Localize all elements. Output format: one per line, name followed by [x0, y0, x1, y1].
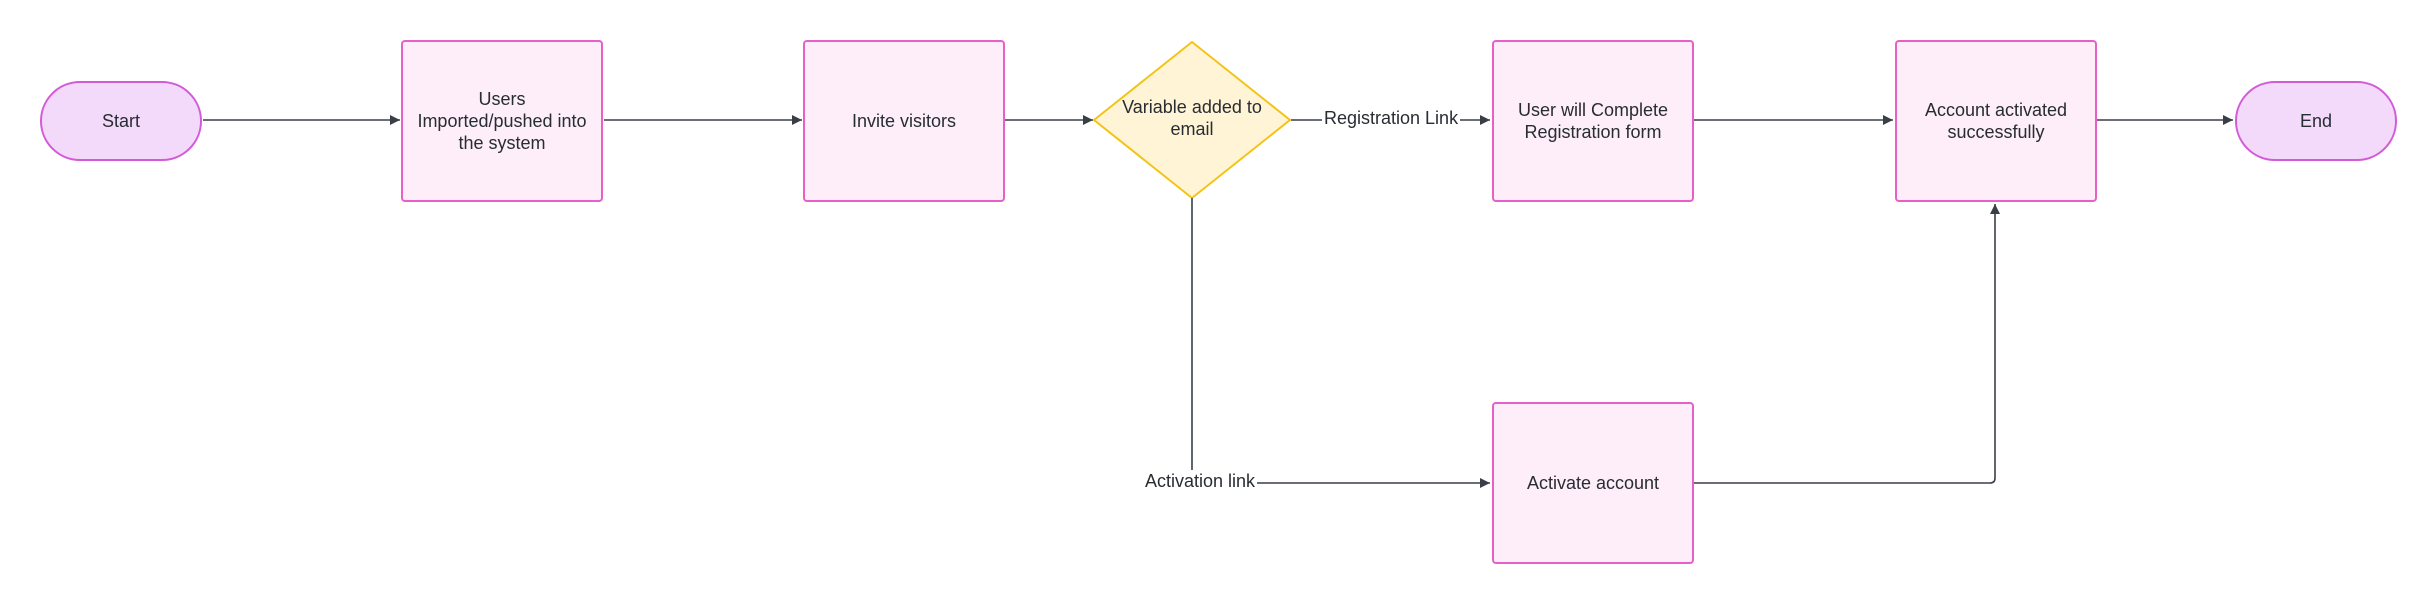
users-imported-node[interactable]: Users Imported/pushed into the system: [401, 40, 603, 202]
invite-visitors-node[interactable]: Invite visitors: [803, 40, 1005, 202]
variable-added-node-label: Variable added to email: [1122, 97, 1262, 139]
end-node[interactable]: End: [2235, 81, 2397, 161]
account-activated-node-label: Account activated successfully: [1924, 100, 2068, 142]
activate-account-node-label: Activate account: [1526, 473, 1660, 493]
invite-visitors-node-label: Invite visitors: [851, 111, 957, 131]
registration-link-label: Registration Link: [1322, 107, 1461, 129]
complete-registration-node-label: User will Complete Registration form: [1517, 100, 1669, 142]
activate-account-node[interactable]: Activate account: [1492, 402, 1694, 564]
activation-link-label: Activation link: [1143, 470, 1258, 492]
edge-decision-to-activate-account: [1191, 198, 1490, 488]
complete-registration-node[interactable]: User will Complete Registration form: [1492, 40, 1694, 202]
account-activated-node[interactable]: Account activated successfully: [1895, 40, 2097, 202]
variable-added-node-label-wrap: Variable added to email: [1112, 90, 1272, 146]
start-node-label: Start: [101, 111, 140, 131]
start-node[interactable]: Start: [40, 81, 202, 161]
users-imported-node-label: Users Imported/pushed into the system: [417, 89, 587, 153]
end-node-label: End: [2299, 111, 2333, 131]
edge-activate-account-to-account-activated: [1694, 204, 2000, 484]
